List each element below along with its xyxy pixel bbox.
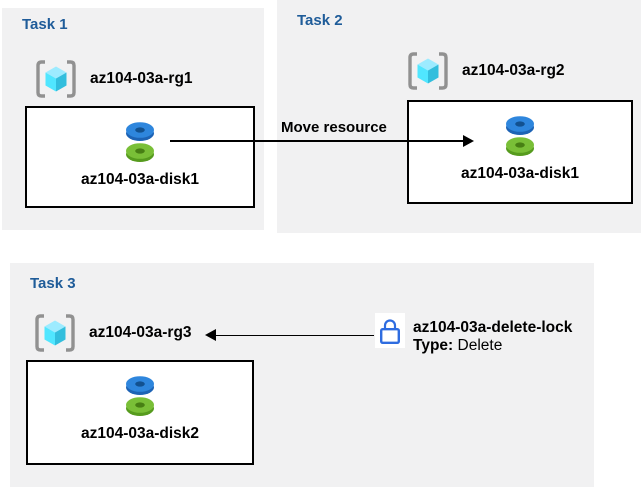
disk-name: az104-03a-disk2	[80, 425, 200, 442]
task2-resource-box: az104-03a-disk1	[407, 100, 633, 204]
task1-panel: Task 1 az104-03a-rg1 az104-03a-disk1	[2, 8, 264, 230]
lock-icon-background	[375, 313, 405, 348]
lock-arrow-line	[214, 334, 374, 337]
lock-type-label: Type:	[413, 337, 454, 354]
task2-resource-group: az104-03a-rg2	[406, 48, 565, 94]
task1-resource-group: az104-03a-rg1	[34, 56, 193, 102]
lock-label: az104-03a-delete-lock Type: Delete	[413, 319, 572, 355]
resource-group-icon	[408, 52, 448, 90]
task2-title: Task 2	[297, 12, 343, 29]
resource-group-name: az104-03a-rg1	[90, 70, 193, 87]
task3-panel: Task 3 az104-03a-rg3 az104-0	[10, 263, 594, 487]
task3-resource-group: az104-03a-rg3	[33, 310, 192, 356]
task3-resource-box: az104-03a-disk2	[26, 360, 254, 465]
task1-resource-box: az104-03a-disk1	[25, 106, 255, 208]
task3-title: Task 3	[30, 275, 76, 292]
move-resource-arrow-line	[170, 140, 465, 142]
move-resource-label: Move resource	[281, 119, 387, 136]
lock-icon	[380, 318, 401, 344]
disk-stack-icon	[126, 376, 154, 416]
arrow-left-icon	[205, 329, 216, 341]
resource-group-name: az104-03a-rg2	[462, 62, 565, 79]
disk-stack-icon	[506, 116, 534, 156]
lock-name: az104-03a-delete-lock	[413, 319, 573, 336]
resource-group-icon	[36, 60, 76, 98]
task1-title: Task 1	[22, 16, 68, 33]
resource-group-icon	[35, 314, 75, 352]
disk-stack-icon	[126, 122, 154, 162]
arrow-right-icon	[463, 134, 474, 147]
disk-name: az104-03a-disk1	[460, 165, 580, 182]
task2-panel: Task 2 az104-03a-rg2 az104-03a-disk1	[277, 0, 641, 233]
resource-group-name: az104-03a-rg3	[89, 324, 192, 341]
lock-type-value: Delete	[457, 337, 503, 354]
disk-name: az104-03a-disk1	[80, 171, 200, 188]
lock-type: Type: Delete	[413, 337, 572, 355]
